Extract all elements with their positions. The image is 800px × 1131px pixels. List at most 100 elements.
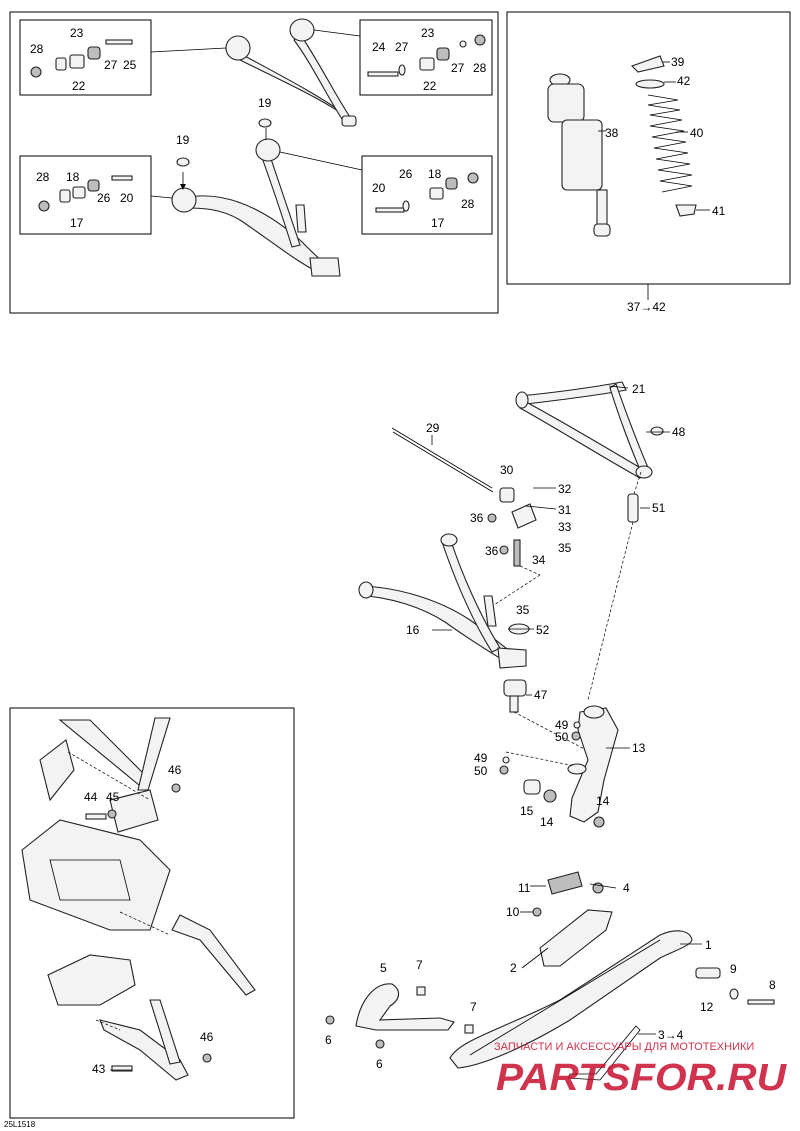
callout-b2-22: 22 — [423, 79, 437, 93]
drawing-id: 25L1518 — [4, 1120, 36, 1129]
ball-joint-47 — [503, 679, 527, 713]
callout-6a: 6 — [325, 1033, 332, 1047]
upper-a-arm — [225, 18, 357, 127]
callout-12: 12 — [700, 1000, 714, 1014]
callout-38: 38 — [605, 126, 619, 140]
chassis-frame — [9, 707, 295, 1119]
callout-49a: 49 — [555, 718, 569, 732]
upper-bushing-box-right — [359, 19, 493, 96]
callout-b4-26: 26 — [399, 167, 413, 181]
callout-2: 2 — [510, 961, 517, 975]
ski-handle-5 — [355, 983, 455, 1031]
callout-b2-24: 24 — [372, 40, 386, 54]
shock-frame — [506, 11, 791, 285]
callout-39: 39 — [671, 55, 685, 69]
callout-51: 51 — [652, 501, 666, 515]
callout-50a: 50 — [555, 730, 569, 744]
watermark: ЗАПЧАСТИ И АКСЕССУАРЫ ДЛЯ МОТОТЕХНИКИ PA… — [494, 1041, 788, 1099]
callout-43: 43 — [92, 1062, 106, 1076]
callout-36a: 36 — [470, 511, 484, 525]
ball-joint-51 — [627, 493, 639, 523]
callout-b2-28: 28 — [473, 61, 487, 75]
callout-46b: 46 — [200, 1030, 214, 1044]
shock-spring — [630, 55, 697, 217]
bushing-hardware-b4 — [375, 172, 479, 213]
callout-9: 9 — [730, 962, 737, 976]
callout-50b: 50 — [474, 764, 488, 778]
bushing-15 — [523, 779, 541, 795]
callout-10: 10 — [506, 905, 520, 919]
callout-19-lower: 19 — [176, 133, 190, 147]
callout-14b: 14 — [540, 815, 554, 829]
callout-b3-20: 20 — [120, 191, 134, 205]
callout-5: 5 — [380, 961, 387, 975]
ski-runner-3 — [567, 1025, 641, 1081]
callout-b3-26: 26 — [97, 191, 111, 205]
callout-16: 16 — [406, 623, 420, 637]
washer-19-upper — [258, 118, 272, 128]
ski-1 — [449, 930, 693, 1069]
callout-b1-25: 25 — [123, 58, 137, 72]
callout-14a: 14 — [596, 794, 610, 808]
callout-b1-22: 22 — [72, 79, 86, 93]
callout-4: 4 — [623, 881, 630, 895]
leader-lines — [110, 61, 710, 1071]
callout-44: 44 — [84, 790, 98, 804]
callout-32: 32 — [558, 482, 572, 496]
callout-7a: 7 — [416, 958, 423, 972]
callout-b4-28: 28 — [461, 197, 475, 211]
bracket-31 — [511, 503, 537, 529]
callout-b1-28: 28 — [30, 42, 44, 56]
callout-b1-23: 23 — [70, 26, 84, 40]
callout-21: 21 — [632, 382, 646, 396]
lower-bushing-box-left — [19, 155, 152, 235]
callout-b4-18: 18 — [428, 167, 442, 181]
bushing-hardware-b1 — [30, 39, 133, 78]
watermark-logo: PARTSFOR.RU — [496, 1057, 788, 1099]
o-ring-48 — [650, 426, 664, 436]
callout-b3-17: 17 — [70, 216, 84, 230]
callout-46a: 46 — [168, 763, 182, 777]
bushing-hardware-b2 — [367, 34, 486, 77]
callout-8: 8 — [769, 978, 776, 992]
callout-1: 1 — [705, 938, 712, 952]
callout-49b: 49 — [474, 751, 488, 765]
callout-b1-27: 27 — [104, 58, 118, 72]
callout-b3-28: 28 — [36, 170, 50, 184]
ski-bracket-2 — [539, 909, 613, 967]
callout-11: 11 — [518, 881, 531, 895]
callout-b4-17: 17 — [431, 216, 445, 230]
callout-b2-23: 23 — [421, 26, 435, 40]
upper-a-arm-21 — [515, 381, 653, 479]
callout-30: 30 — [500, 463, 514, 477]
upper-bushing-box-left — [19, 19, 152, 96]
ski-pad-11 — [547, 871, 583, 895]
callout-29: 29 — [426, 421, 440, 435]
callout-41: 41 — [712, 204, 726, 218]
bushing-hardware-b3 — [38, 175, 133, 212]
watermark-subtitle: ЗАПЧАСТИ И АКСЕССУАРЫ ДЛЯ МОТОТЕХНИКИ — [494, 1041, 754, 1053]
callout-b3-18: 18 — [66, 170, 80, 184]
callout-3-4: 3→4 — [658, 1028, 684, 1042]
callout-31: 31 — [558, 503, 572, 517]
callout-33: 33 — [558, 520, 572, 534]
washer-19-lower — [176, 157, 190, 167]
callout-labels: 28 23 27 25 22 24 27 23 27 28 22 19 19 2… — [30, 26, 776, 1076]
spindle-13 — [567, 705, 619, 823]
tie-rod-29 — [391, 427, 493, 489]
callout-6b: 6 — [376, 1057, 383, 1071]
callout-42: 42 — [677, 74, 691, 88]
bushing-30 — [499, 487, 515, 503]
callout-34: 34 — [532, 553, 546, 567]
plate-34 — [513, 539, 521, 567]
lower-bushing-box-right — [361, 155, 493, 235]
chassis-illustration — [21, 717, 256, 1081]
callout-13: 13 — [632, 741, 646, 755]
lower-a-arm-16 — [358, 533, 527, 669]
callout-b2-27b: 27 — [451, 61, 465, 75]
shock-absorber — [547, 73, 611, 237]
spacer-12 — [695, 967, 721, 979]
callout-45: 45 — [106, 790, 120, 804]
callout-7b: 7 — [470, 1000, 477, 1014]
